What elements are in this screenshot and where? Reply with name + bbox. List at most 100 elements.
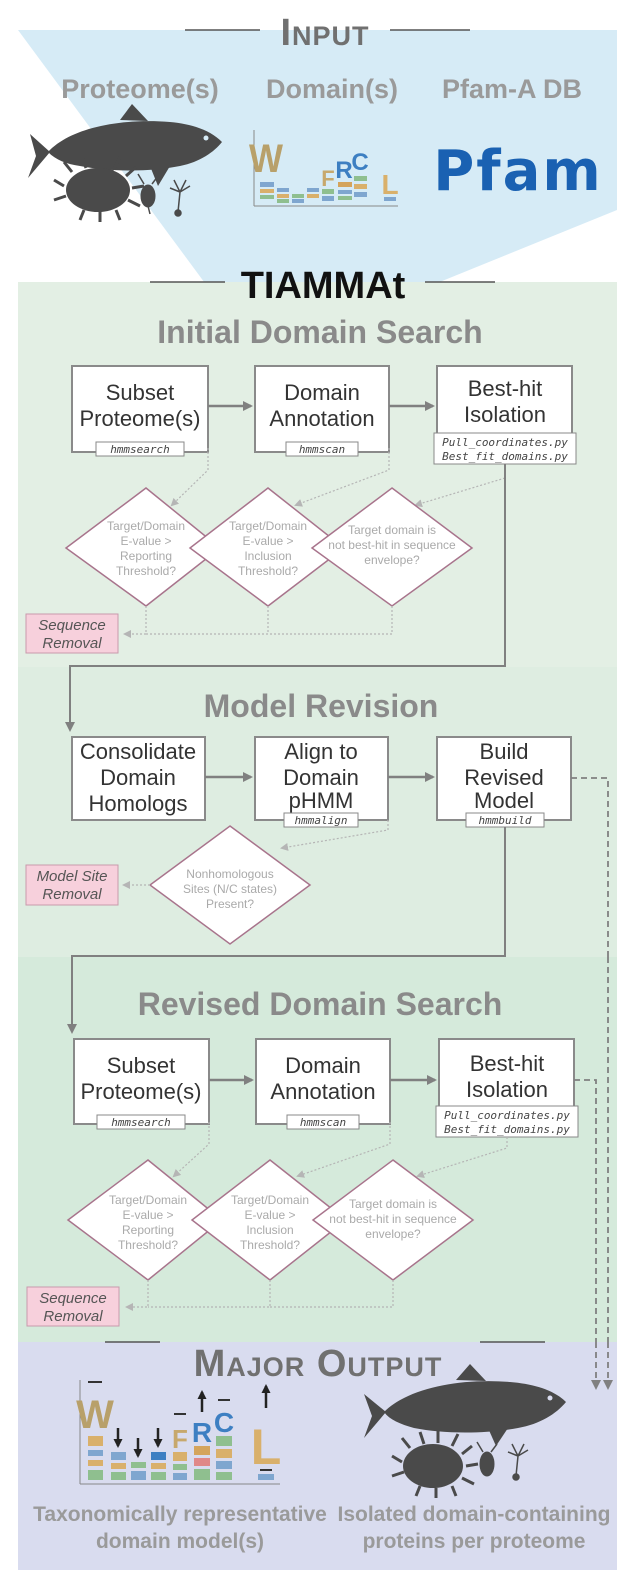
logo-letter-l: L <box>381 169 398 200</box>
revised-best-hit-label-1: Best-hit <box>470 1051 545 1076</box>
tiammat-panel <box>18 282 617 667</box>
diamond-inclusion-line-1: Target/Domain <box>229 519 307 533</box>
diamond-nonhomologous-line-2: Sites (N/C states) <box>183 882 277 896</box>
sea-urchin-icon <box>53 154 145 222</box>
revised-diamond-envelope-line-3: envelope? <box>365 1227 421 1241</box>
hmmsearch-tool-label: hmmsearch <box>110 443 170 456</box>
revised-sequence-logo: W F R C <box>76 1380 282 1485</box>
pfam-logo: Pfam <box>433 139 603 204</box>
sequence-removal-line-2: Removal <box>42 635 102 652</box>
input-title: Input <box>280 12 369 54</box>
consolidate-label-1: Consolidate <box>80 739 196 764</box>
subset-proteomes-box <box>71 365 209 453</box>
hmmalign-tool-label: hmmalign <box>295 814 348 827</box>
initial-domain-search-section: TIAMMAt Initial Domain Search Subset Pro… <box>18 265 617 732</box>
output-left-caption-line-2: domain model(s) <box>96 1530 264 1553</box>
revised-hmmscan-tool-label: hmmscan <box>300 1116 346 1129</box>
input-domains-label: Domain(s) <box>266 74 398 104</box>
revised-diamond-inclusion-line-4: Threshold? <box>240 1238 300 1252</box>
model-site-removal-line-2: Removal <box>42 886 102 903</box>
best-hit-isolation-label-2: Isolation <box>464 402 546 427</box>
revised-subset-label-2: Proteome(s) <box>80 1079 201 1104</box>
domain-annotation-label-1: Domain <box>284 380 360 405</box>
revised-subset-label-1: Subset <box>107 1053 176 1078</box>
diamond-reporting-line-4: Threshold? <box>116 564 176 578</box>
diamond-nonhomologous-line-3: Present? <box>206 897 254 911</box>
revised-diamond-inclusion-line-2: E-value > <box>244 1208 295 1222</box>
revised-logo-letter-r: R <box>192 1417 212 1448</box>
hmmbuild-tool-label: hmmbuild <box>479 814 532 827</box>
logo-letter-w: W <box>249 137 283 181</box>
output-small-invertebrate-icon <box>476 1441 498 1477</box>
hmmscan-tool-label: hmmscan <box>299 443 345 456</box>
input-proteomes-label: Proteome(s) <box>61 74 219 104</box>
input-funnel <box>18 30 617 290</box>
diamond-reporting-line-3: Reporting <box>120 549 172 563</box>
consolidate-homologs-box <box>71 736 206 821</box>
revised-pull-coordinates-tool-label: Pull_coordinates.py <box>444 1109 570 1122</box>
subset-proteomes-label-2: Proteome(s) <box>79 406 200 431</box>
sequence-removal-box <box>25 613 119 654</box>
input-sequence-logo: W F R C L <box>249 130 399 207</box>
initial-domain-search-title: Initial Domain Search <box>157 314 482 350</box>
revised-diamond-inclusion-line-3: Inclusion <box>246 1223 293 1237</box>
logo-letter-r: R <box>335 157 352 184</box>
sequence-removal-line-1: Sequence <box>38 617 106 634</box>
subset-proteomes-label-1: Subset <box>106 380 175 405</box>
tiammat-title: TIAMMAt <box>241 265 406 307</box>
build-label-3: Model <box>474 788 534 813</box>
revised-logo-letter-c: C <box>214 1407 234 1438</box>
revised-diamond-reporting-line-1: Target/Domain <box>109 1193 187 1207</box>
revised-diamond-inclusion-line-1: Target/Domain <box>231 1193 309 1207</box>
revised-hmmsearch-tool-label: hmmsearch <box>111 1116 171 1129</box>
domain-annotation-box <box>254 365 390 453</box>
logo-letter-c: C <box>351 149 368 176</box>
revised-subset-proteomes-box <box>73 1038 210 1125</box>
revised-diamond-envelope-line-2: not best-hit in sequence <box>329 1212 457 1226</box>
build-label-2: Revised <box>464 765 543 790</box>
revised-annotation-label-1: Domain <box>285 1053 361 1078</box>
revised-diamond-reporting-line-2: E-value > <box>122 1208 173 1222</box>
best-hit-isolation-label-1: Best-hit <box>468 376 543 401</box>
input-pfam-db-label: Pfam-A DB <box>442 74 582 104</box>
diamond-envelope-line-3: envelope? <box>364 553 420 567</box>
diamond-inclusion-line-3: Inclusion <box>244 549 291 563</box>
diamond-reporting-line-1: Target/Domain <box>107 519 185 533</box>
domain-annotation-label-2: Annotation <box>269 406 374 431</box>
revised-logo-letter-f: F <box>172 1424 188 1454</box>
diamond-inclusion-line-4: Threshold? <box>238 564 298 578</box>
revised-domain-search-title: Revised Domain Search <box>138 986 503 1022</box>
align-label-1: Align to <box>284 739 357 764</box>
consolidate-label-2: Domain <box>100 765 176 790</box>
revised-domain-annotation-box <box>255 1038 391 1125</box>
revised-best-fit-domains-tool-label: Best_fit_domains.py <box>444 1123 570 1136</box>
output-left-caption-line-1: Taxonomically representative <box>33 1503 327 1526</box>
consolidate-label-3: Homologs <box>88 791 187 816</box>
revised-diamond-envelope-line-1: Target domain is <box>349 1197 437 1211</box>
output-coelacanth-fish-icon <box>364 1364 566 1446</box>
build-label-1: Build <box>480 739 529 764</box>
logo-letter-f: F <box>321 166 334 191</box>
model-revision-section: Model Revision Consolidate Domain Homolo… <box>18 464 617 1382</box>
hydra-icon <box>169 179 191 217</box>
revised-diamond-reporting-line-4: Threshold? <box>118 1238 178 1252</box>
revised-logo-letter-l: L <box>251 1419 282 1475</box>
model-site-removal-line-1: Model Site <box>37 868 108 885</box>
output-right-caption-line-2: proteins per proteome <box>363 1530 586 1553</box>
diamond-inclusion-line-2: E-value > <box>242 534 293 548</box>
output-hydra-icon <box>507 1443 529 1481</box>
revised-best-hit-isolation-box <box>438 1038 575 1112</box>
model-revision-title: Model Revision <box>204 688 439 724</box>
revised-domain-search-section: Revised Domain Search Subset Proteome(s)… <box>18 827 617 1382</box>
diamond-envelope-line-1: Target domain is <box>348 523 436 537</box>
pull-coordinates-tool-label: Pull_coordinates.py <box>442 436 568 449</box>
revised-best-hit-label-2: Isolation <box>466 1077 548 1102</box>
revised-logo-letter-w: W <box>76 1393 114 1437</box>
model-site-removal-box <box>25 864 119 906</box>
diamond-reporting-line-2: E-value > <box>120 534 171 548</box>
revised-sequence-removal-line-2: Removal <box>43 1308 103 1325</box>
output-right-caption-line-1: Isolated domain-containing <box>337 1503 610 1526</box>
output-sea-urchin-icon <box>391 1430 479 1498</box>
major-output-title: Major Output <box>194 1343 443 1385</box>
